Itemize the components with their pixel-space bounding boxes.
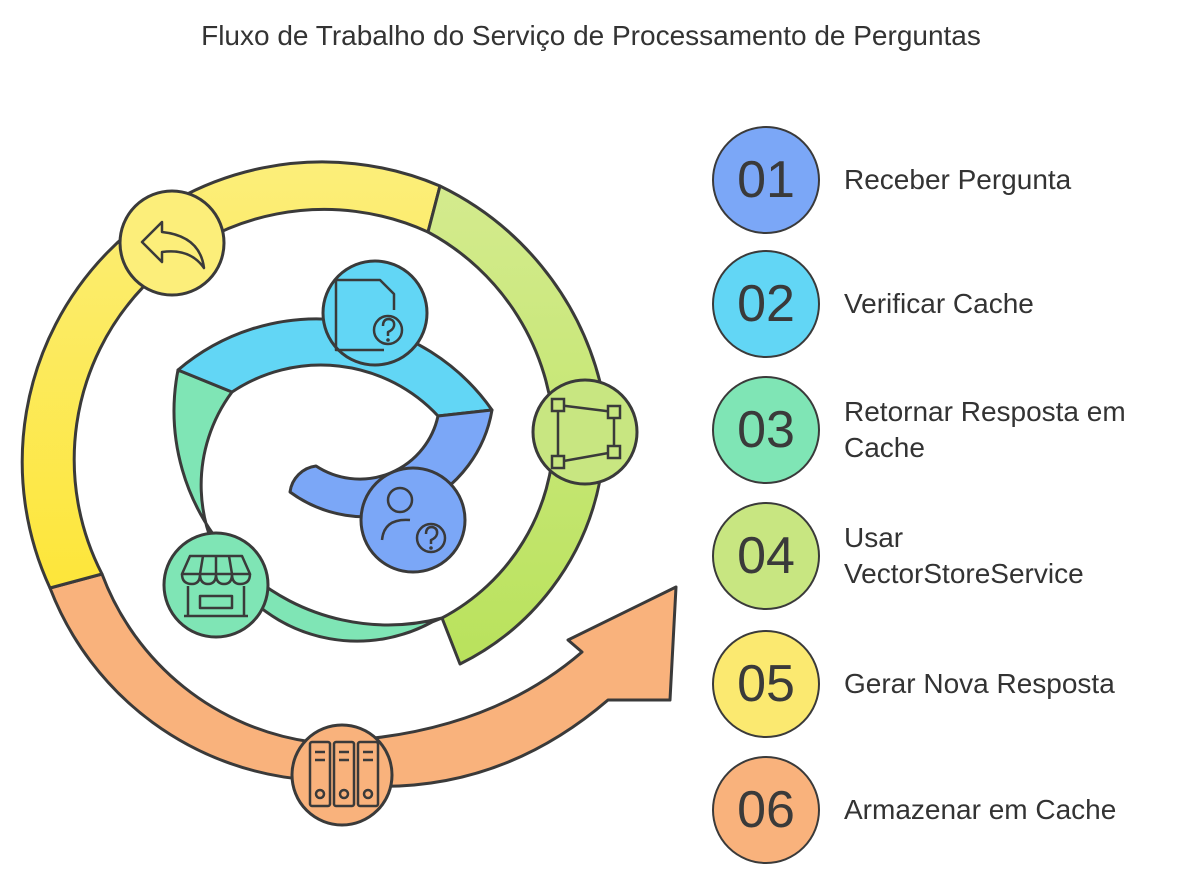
step-number-badge: 06 [712,756,820,864]
step-label: Armazenar em Cache [844,794,1117,825]
person-question-icon [359,466,467,574]
step-number-badge: 03 [712,376,820,484]
diagram-title: Fluxo de Trabalho do Serviço de Processa… [201,20,981,51]
step-number-badge: 04 [712,502,820,610]
step-item: 05 Gerar Nova Resposta [712,630,1172,742]
step-number-badge: 01 [712,126,820,234]
step-item: 03 Retornar Resposta em Cache [712,376,1172,488]
step-item: 04 Usar VectorStoreService [712,502,1172,614]
document-question-icon [321,259,429,367]
step-label: Gerar Nova Resposta [844,668,1115,699]
step-item: 06 Armazenar em Cache [712,756,1172,868]
step-item: 02 Verificar Cache [712,250,1172,362]
step-label: Retornar Resposta em Cache [844,396,1126,463]
storefront-icon [162,531,270,639]
step-label: Receber Pergunta [844,164,1072,195]
step-item: 01 Receber Pergunta [712,126,1172,238]
spiral-diagram [20,160,678,827]
step-number-badge: 05 [712,630,820,738]
vector-shape-icon [531,378,639,486]
reply-arrow-icon [118,189,226,297]
binders-icon [290,723,394,827]
segment-armazenar-em-cache [48,572,678,788]
step-label: Usar VectorStoreService [844,522,1084,589]
step-label: Verificar Cache [844,288,1034,319]
step-number-badge: 02 [712,250,820,358]
